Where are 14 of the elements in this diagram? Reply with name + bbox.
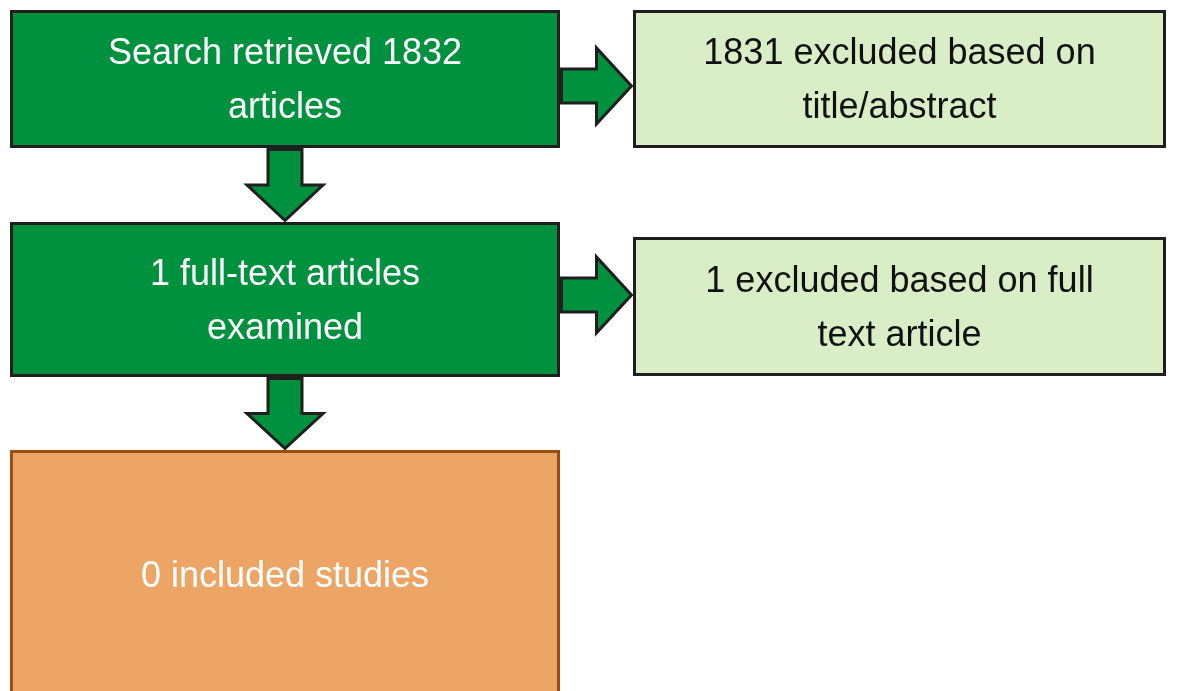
exclusion-box	[633, 237, 1166, 376]
exclusion-box	[633, 10, 1166, 148]
box-text: 0 included studies	[140, 553, 430, 597]
block-arrow	[560, 44, 634, 128]
block-arrow	[243, 148, 327, 223]
box-text: Search retrieved 1832 articles	[106, 30, 464, 128]
result-box	[10, 450, 560, 691]
box-text: 1 full-text articles examined	[148, 250, 422, 349]
block-arrow	[243, 377, 327, 451]
box-text: 1 excluded based on full text article	[704, 257, 1095, 356]
process-box	[10, 222, 560, 377]
block-arrow	[560, 253, 634, 337]
process-box	[10, 10, 560, 148]
box-text: 1831 excluded based on title/abstract	[702, 30, 1097, 128]
